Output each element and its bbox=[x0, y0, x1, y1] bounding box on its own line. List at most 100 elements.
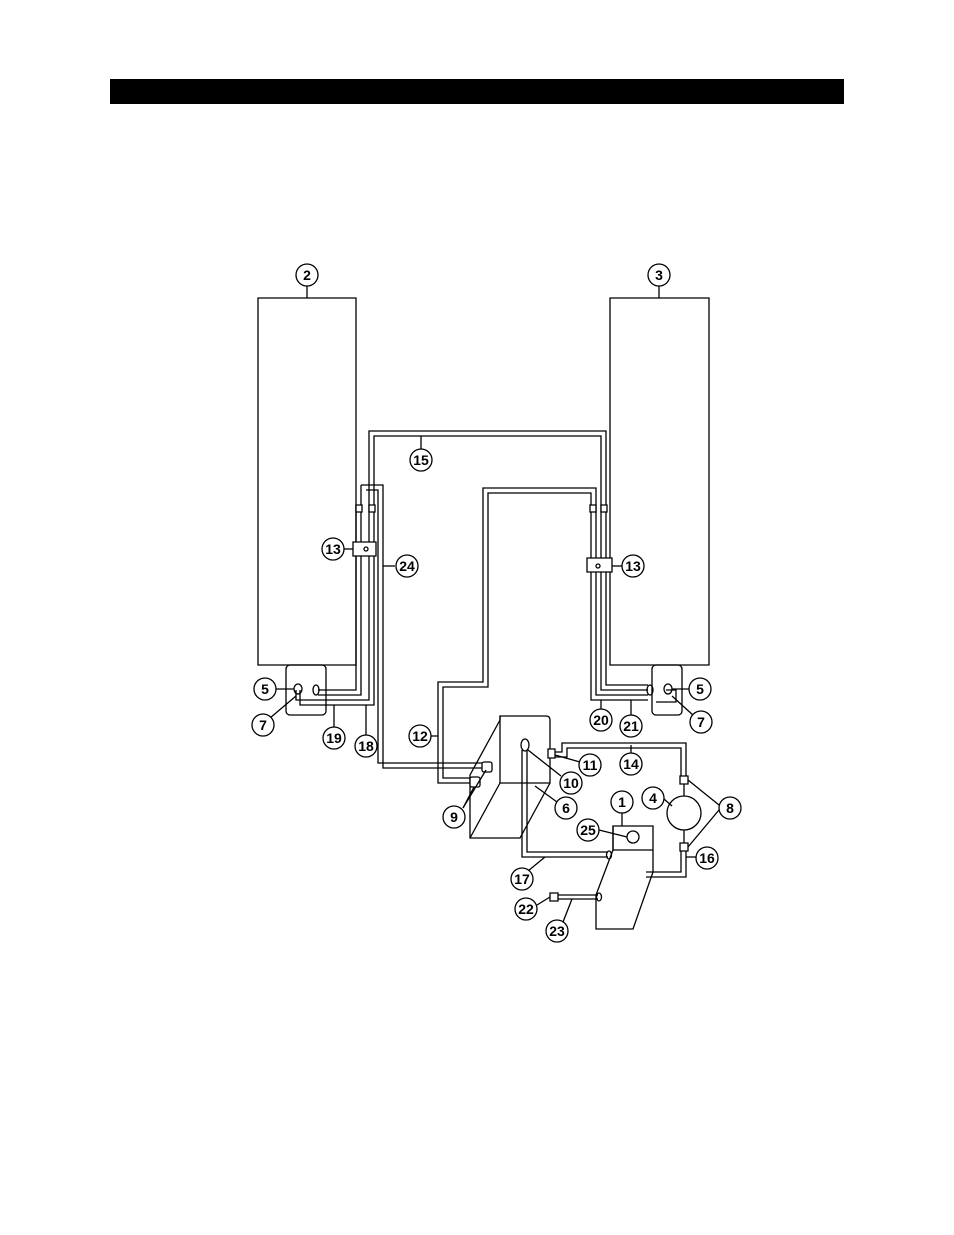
callout-6: 6 bbox=[555, 797, 577, 819]
callout-14: 14 bbox=[620, 753, 642, 775]
callout-5b: 5 bbox=[689, 678, 711, 700]
left-valve-dot bbox=[364, 547, 368, 551]
right-outlet-5 bbox=[664, 684, 672, 694]
svg-text:23: 23 bbox=[549, 923, 565, 939]
leader-4 bbox=[664, 799, 672, 806]
callout-1: 1 bbox=[611, 791, 633, 813]
callout-23: 23 bbox=[546, 920, 568, 942]
leader-7b bbox=[672, 696, 694, 716]
svg-text:25: 25 bbox=[580, 822, 596, 838]
leader-11 bbox=[555, 755, 580, 762]
pipe-16-inner bbox=[646, 851, 681, 872]
svg-text:13: 13 bbox=[325, 541, 341, 557]
pipe-left-d bbox=[300, 505, 374, 705]
pipe-left-c bbox=[296, 505, 369, 700]
pipe-right-e bbox=[656, 690, 676, 702]
leader-23 bbox=[563, 899, 572, 922]
svg-text:5: 5 bbox=[261, 681, 269, 697]
right-inlet-7 bbox=[647, 685, 653, 695]
pipe-16 bbox=[646, 851, 686, 877]
leader-10 bbox=[528, 750, 561, 776]
svg-text:1: 1 bbox=[618, 794, 626, 810]
callout-24: 24 bbox=[396, 555, 418, 577]
svg-text:16: 16 bbox=[699, 850, 715, 866]
left-inlet-7 bbox=[313, 685, 319, 695]
tank-1-port bbox=[607, 851, 612, 859]
svg-text:13: 13 bbox=[625, 558, 641, 574]
callout-20: 20 bbox=[590, 709, 612, 731]
svg-text:20: 20 bbox=[593, 712, 609, 728]
svg-text:7: 7 bbox=[697, 714, 705, 730]
fitting-8b bbox=[680, 843, 688, 851]
fitting-8a bbox=[680, 776, 688, 784]
callout-8: 8 bbox=[719, 797, 741, 819]
callout-22: 22 bbox=[515, 898, 537, 920]
svg-text:14: 14 bbox=[623, 756, 639, 772]
right-valve-dot bbox=[596, 564, 600, 568]
fitting-10 bbox=[521, 739, 529, 751]
pipe-15-inner bbox=[374, 436, 601, 505]
svg-text:8: 8 bbox=[726, 800, 734, 816]
svg-text:7: 7 bbox=[259, 717, 267, 733]
left-outlet-5 bbox=[294, 684, 302, 694]
tank-1 bbox=[596, 826, 653, 929]
pipe-right-d bbox=[606, 505, 648, 685]
callouts: 2 3 15 13 24 13 5 7 19 1 8 12 5 7 20 21 1… bbox=[252, 264, 741, 942]
pipe-12-inner bbox=[443, 493, 591, 778]
callout-15: 15 bbox=[410, 449, 432, 471]
svg-text:2: 2 bbox=[303, 267, 311, 283]
pipe-12 bbox=[438, 488, 596, 783]
svg-text:17: 17 bbox=[514, 871, 530, 887]
pipe-right-c bbox=[601, 505, 648, 690]
right-fitting-2 bbox=[601, 505, 607, 512]
left-fitting-2 bbox=[369, 505, 375, 512]
callout-16: 16 bbox=[696, 847, 718, 869]
leader-25 bbox=[599, 830, 627, 837]
pipe-left-b bbox=[318, 485, 361, 695]
leader-6 bbox=[535, 786, 557, 802]
svg-text:19: 19 bbox=[326, 730, 342, 746]
pipe-14 bbox=[550, 743, 686, 778]
right-base-box bbox=[652, 665, 682, 715]
callout-25: 25 bbox=[577, 819, 599, 841]
svg-text:24: 24 bbox=[399, 558, 415, 574]
callout-11: 11 bbox=[579, 754, 601, 776]
pipe-15 bbox=[369, 431, 606, 505]
center-box-edge3 bbox=[470, 783, 500, 838]
left-fitting-1 bbox=[356, 505, 362, 512]
pipe-24-inner bbox=[366, 490, 488, 763]
callout-21: 21 bbox=[620, 715, 642, 737]
svg-text:22: 22 bbox=[518, 901, 534, 917]
leader-8a bbox=[688, 780, 719, 805]
callout-7a: 7 bbox=[252, 714, 274, 736]
svg-text:9: 9 bbox=[450, 809, 458, 825]
callout-4: 4 bbox=[642, 787, 664, 809]
callout-2: 2 bbox=[296, 264, 318, 286]
svg-text:10: 10 bbox=[563, 775, 579, 791]
pipe-right-a bbox=[591, 505, 648, 700]
fitting-22 bbox=[550, 893, 558, 901]
pipe-17-inner bbox=[527, 750, 608, 852]
callout-9: 9 bbox=[443, 806, 465, 828]
center-box-6 bbox=[470, 716, 550, 838]
left-tank bbox=[258, 298, 356, 665]
leader-9b bbox=[463, 787, 474, 808]
callout-13a: 13 bbox=[322, 538, 344, 560]
callout-17: 17 bbox=[511, 868, 533, 890]
leader-7a bbox=[270, 696, 296, 718]
pipe-24 bbox=[361, 485, 488, 768]
svg-text:4: 4 bbox=[649, 790, 657, 806]
callout-5a: 5 bbox=[254, 678, 276, 700]
callout-12: 12 bbox=[409, 725, 431, 747]
callout-10: 10 bbox=[560, 772, 582, 794]
svg-text:3: 3 bbox=[655, 267, 663, 283]
svg-text:11: 11 bbox=[583, 757, 598, 773]
right-fitting-1 bbox=[590, 505, 596, 512]
fitting-9a bbox=[482, 762, 492, 772]
leader-8b bbox=[688, 810, 719, 847]
cap-25 bbox=[627, 831, 639, 843]
svg-text:15: 15 bbox=[413, 452, 429, 468]
callout-7b: 7 bbox=[690, 711, 712, 733]
tank-1-port-2 bbox=[597, 893, 602, 901]
